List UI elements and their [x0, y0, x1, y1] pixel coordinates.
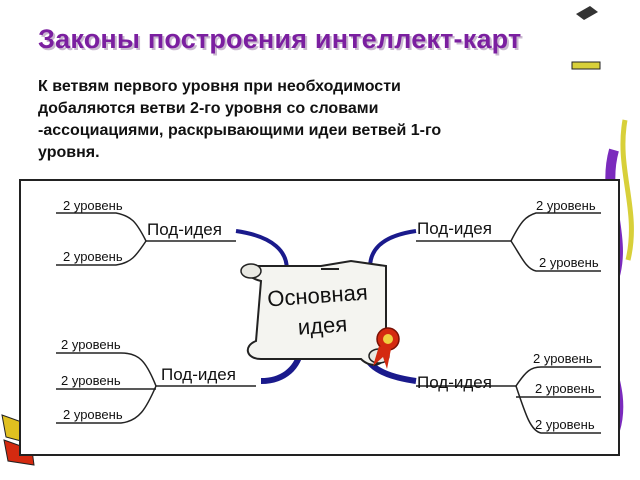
description-line: К ветвям первого уровня при необходимост…: [38, 78, 401, 95]
branch-label: Под-идея: [147, 220, 222, 239]
sub-branch-label: 2 уровень: [63, 198, 123, 213]
central-scroll: [240, 259, 390, 366]
sub-branch-label: 2 уровень: [539, 255, 599, 270]
description-line: -ассоциациями, раскрывающими идеи ветвей…: [38, 122, 442, 139]
branch-label: Под-идея: [417, 373, 492, 392]
description-line: уровня.: [38, 144, 100, 161]
description-line: добаляются ветви 2-го уровня со словами: [38, 100, 379, 117]
sub-branch-label: 2 уровень: [61, 337, 121, 352]
sub-branch-label: 2 уровень: [61, 373, 121, 388]
description-text: К ветвям первого уровня при необходимост…: [38, 76, 598, 164]
seal-icon: [373, 327, 400, 369]
sub-branch-label: 2 уровень: [533, 351, 593, 366]
sub-branch-label: 2 уровень: [535, 417, 595, 432]
central-idea-line: идея: [297, 311, 348, 339]
sub-branch-label: 2 уровень: [63, 249, 123, 264]
branch-label: Под-идея: [161, 365, 236, 384]
page-title: Законы построения интеллект-карт: [38, 24, 522, 54]
sub-branch-label: 2 уровень: [536, 198, 596, 213]
sub-branch-label: 2 уровень: [535, 381, 595, 396]
branch-label: Под-идея: [417, 219, 492, 238]
mind-map-diagram: Основная идея Под-идея Под-идея Под-идея…: [19, 179, 620, 456]
sub-branch-label: 2 уровень: [63, 407, 123, 422]
